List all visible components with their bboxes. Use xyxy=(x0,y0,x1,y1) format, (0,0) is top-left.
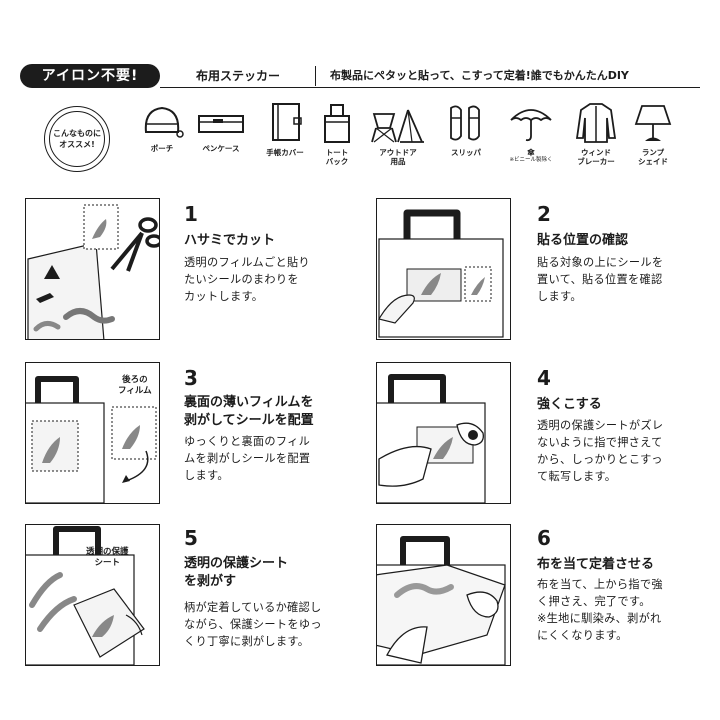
item-label: スリッパ xyxy=(451,148,481,157)
step-6-body: 布を当て、上から指で強 く押さえ、完了です。 ※生地に馴染み、剥がれ にくくなり… xyxy=(537,578,663,642)
step-4-title: 強くこする xyxy=(537,397,602,412)
item-label: トート バック xyxy=(325,148,349,166)
notebook-cover-icon xyxy=(272,103,302,141)
item-tote-bag: トート バック xyxy=(302,100,372,166)
step-3-body: ゆっくりと裏面のフィル ムを剥がしシールを配置 します。 xyxy=(184,435,311,482)
product-description: 布製品にペタッと貼って、こすって定着!誰でもかんたんDIY xyxy=(330,69,629,82)
protective-sheet-label: 透明の保護 シート xyxy=(86,547,129,568)
step-1-title: ハサミでカット xyxy=(184,233,276,248)
item-windbreaker: ウィンド ブレーカー xyxy=(561,100,631,166)
item-label: ランプ シェイド xyxy=(638,148,668,166)
item-note: ※ビニール製除く xyxy=(509,157,553,163)
item-umbrella: 傘 ※ビニール製除く xyxy=(496,100,566,164)
step-3-illustration: 後ろの フィルム xyxy=(25,362,160,504)
item-label: アウトドア 用品 xyxy=(379,148,417,166)
item-label: 手帳カバー xyxy=(266,148,304,157)
item-label: ウィンド ブレーカー xyxy=(577,148,615,166)
pouch-icon xyxy=(144,106,184,138)
item-label: 傘 xyxy=(527,148,535,157)
step-3-title: 裏面の薄いフィルムを 剥がしてシールを配置 xyxy=(184,395,314,428)
step-5-illustration: 透明の保護 シート xyxy=(25,524,160,666)
iron-free-badge: アイロン不要! xyxy=(20,64,160,88)
step-4-illustration xyxy=(376,362,511,504)
item-slippers: スリッパ xyxy=(431,100,501,157)
cutting-sheet-illustration xyxy=(27,204,119,339)
item-outdoor: アウトドア 用品 xyxy=(363,100,433,166)
item-notebook-cover: 手帳カバー xyxy=(250,100,320,157)
peeling-back-film-illustration xyxy=(26,376,157,503)
step-2-body: 貼る対象の上にシールを 置いて、貼る位置を確認 します。 xyxy=(537,256,664,303)
windbreaker-icon xyxy=(575,103,617,143)
recommend-badge: こんなものに オススメ! xyxy=(44,106,110,172)
slippers-icon xyxy=(450,105,480,141)
lamp-icon xyxy=(634,105,672,141)
step-5-body: 柄が定着しているか確認し ながら、保護シートをゆっ くり丁寧に剥がします。 xyxy=(184,601,322,648)
recommend-badge-line2: オススメ! xyxy=(59,140,95,149)
placing-sticker-illustration xyxy=(378,209,504,338)
header-separator xyxy=(315,66,316,86)
step-6-number: 6 xyxy=(537,526,551,550)
item-pencil-case: ペンケース xyxy=(186,100,256,153)
peeling-protective-sheet-illustration xyxy=(26,526,145,665)
step-6-title: 布を当て定着させる xyxy=(537,557,655,572)
back-film-label: 後ろの フィルム xyxy=(118,375,152,396)
product-title: 布用ステッカー xyxy=(196,69,281,83)
step-1-body: 透明のフィルムごと貼り たいシールのまわりを カットします。 xyxy=(184,256,310,303)
header-divider-line xyxy=(160,87,700,88)
scissors-icon xyxy=(110,217,159,272)
step-1-illustration xyxy=(25,198,160,340)
step-5-title: 透明の保護シート を剥がす xyxy=(184,556,289,589)
pressing-with-cloth-illustration xyxy=(377,536,506,665)
step-5-number: 5 xyxy=(184,526,198,550)
step-2-illustration xyxy=(376,198,511,340)
step-3-number: 3 xyxy=(184,366,198,390)
item-lamp: ランプ シェイド xyxy=(618,100,688,166)
item-label: ポーチ xyxy=(150,144,174,153)
step-4-number: 4 xyxy=(537,366,551,390)
umbrella-icon xyxy=(510,109,552,142)
item-pouch: ポーチ xyxy=(127,100,197,153)
step-6-illustration xyxy=(376,524,511,666)
recommend-badge-line1: こんなものに xyxy=(53,129,101,138)
item-label: ペンケース xyxy=(202,144,240,153)
step-2-number: 2 xyxy=(537,202,551,226)
step-2-title: 貼る位置の確認 xyxy=(537,233,629,248)
pencil-case-icon xyxy=(198,115,244,133)
step-4-body: 透明の保護シートがズレ ないように指で押さえて から、しっかりとこすっ て転写し… xyxy=(537,419,664,483)
tote-bag-icon xyxy=(324,104,350,143)
step-1-number: 1 xyxy=(184,202,198,226)
outdoor-icon xyxy=(371,109,424,143)
rubbing-sticker-illustration xyxy=(377,374,486,503)
